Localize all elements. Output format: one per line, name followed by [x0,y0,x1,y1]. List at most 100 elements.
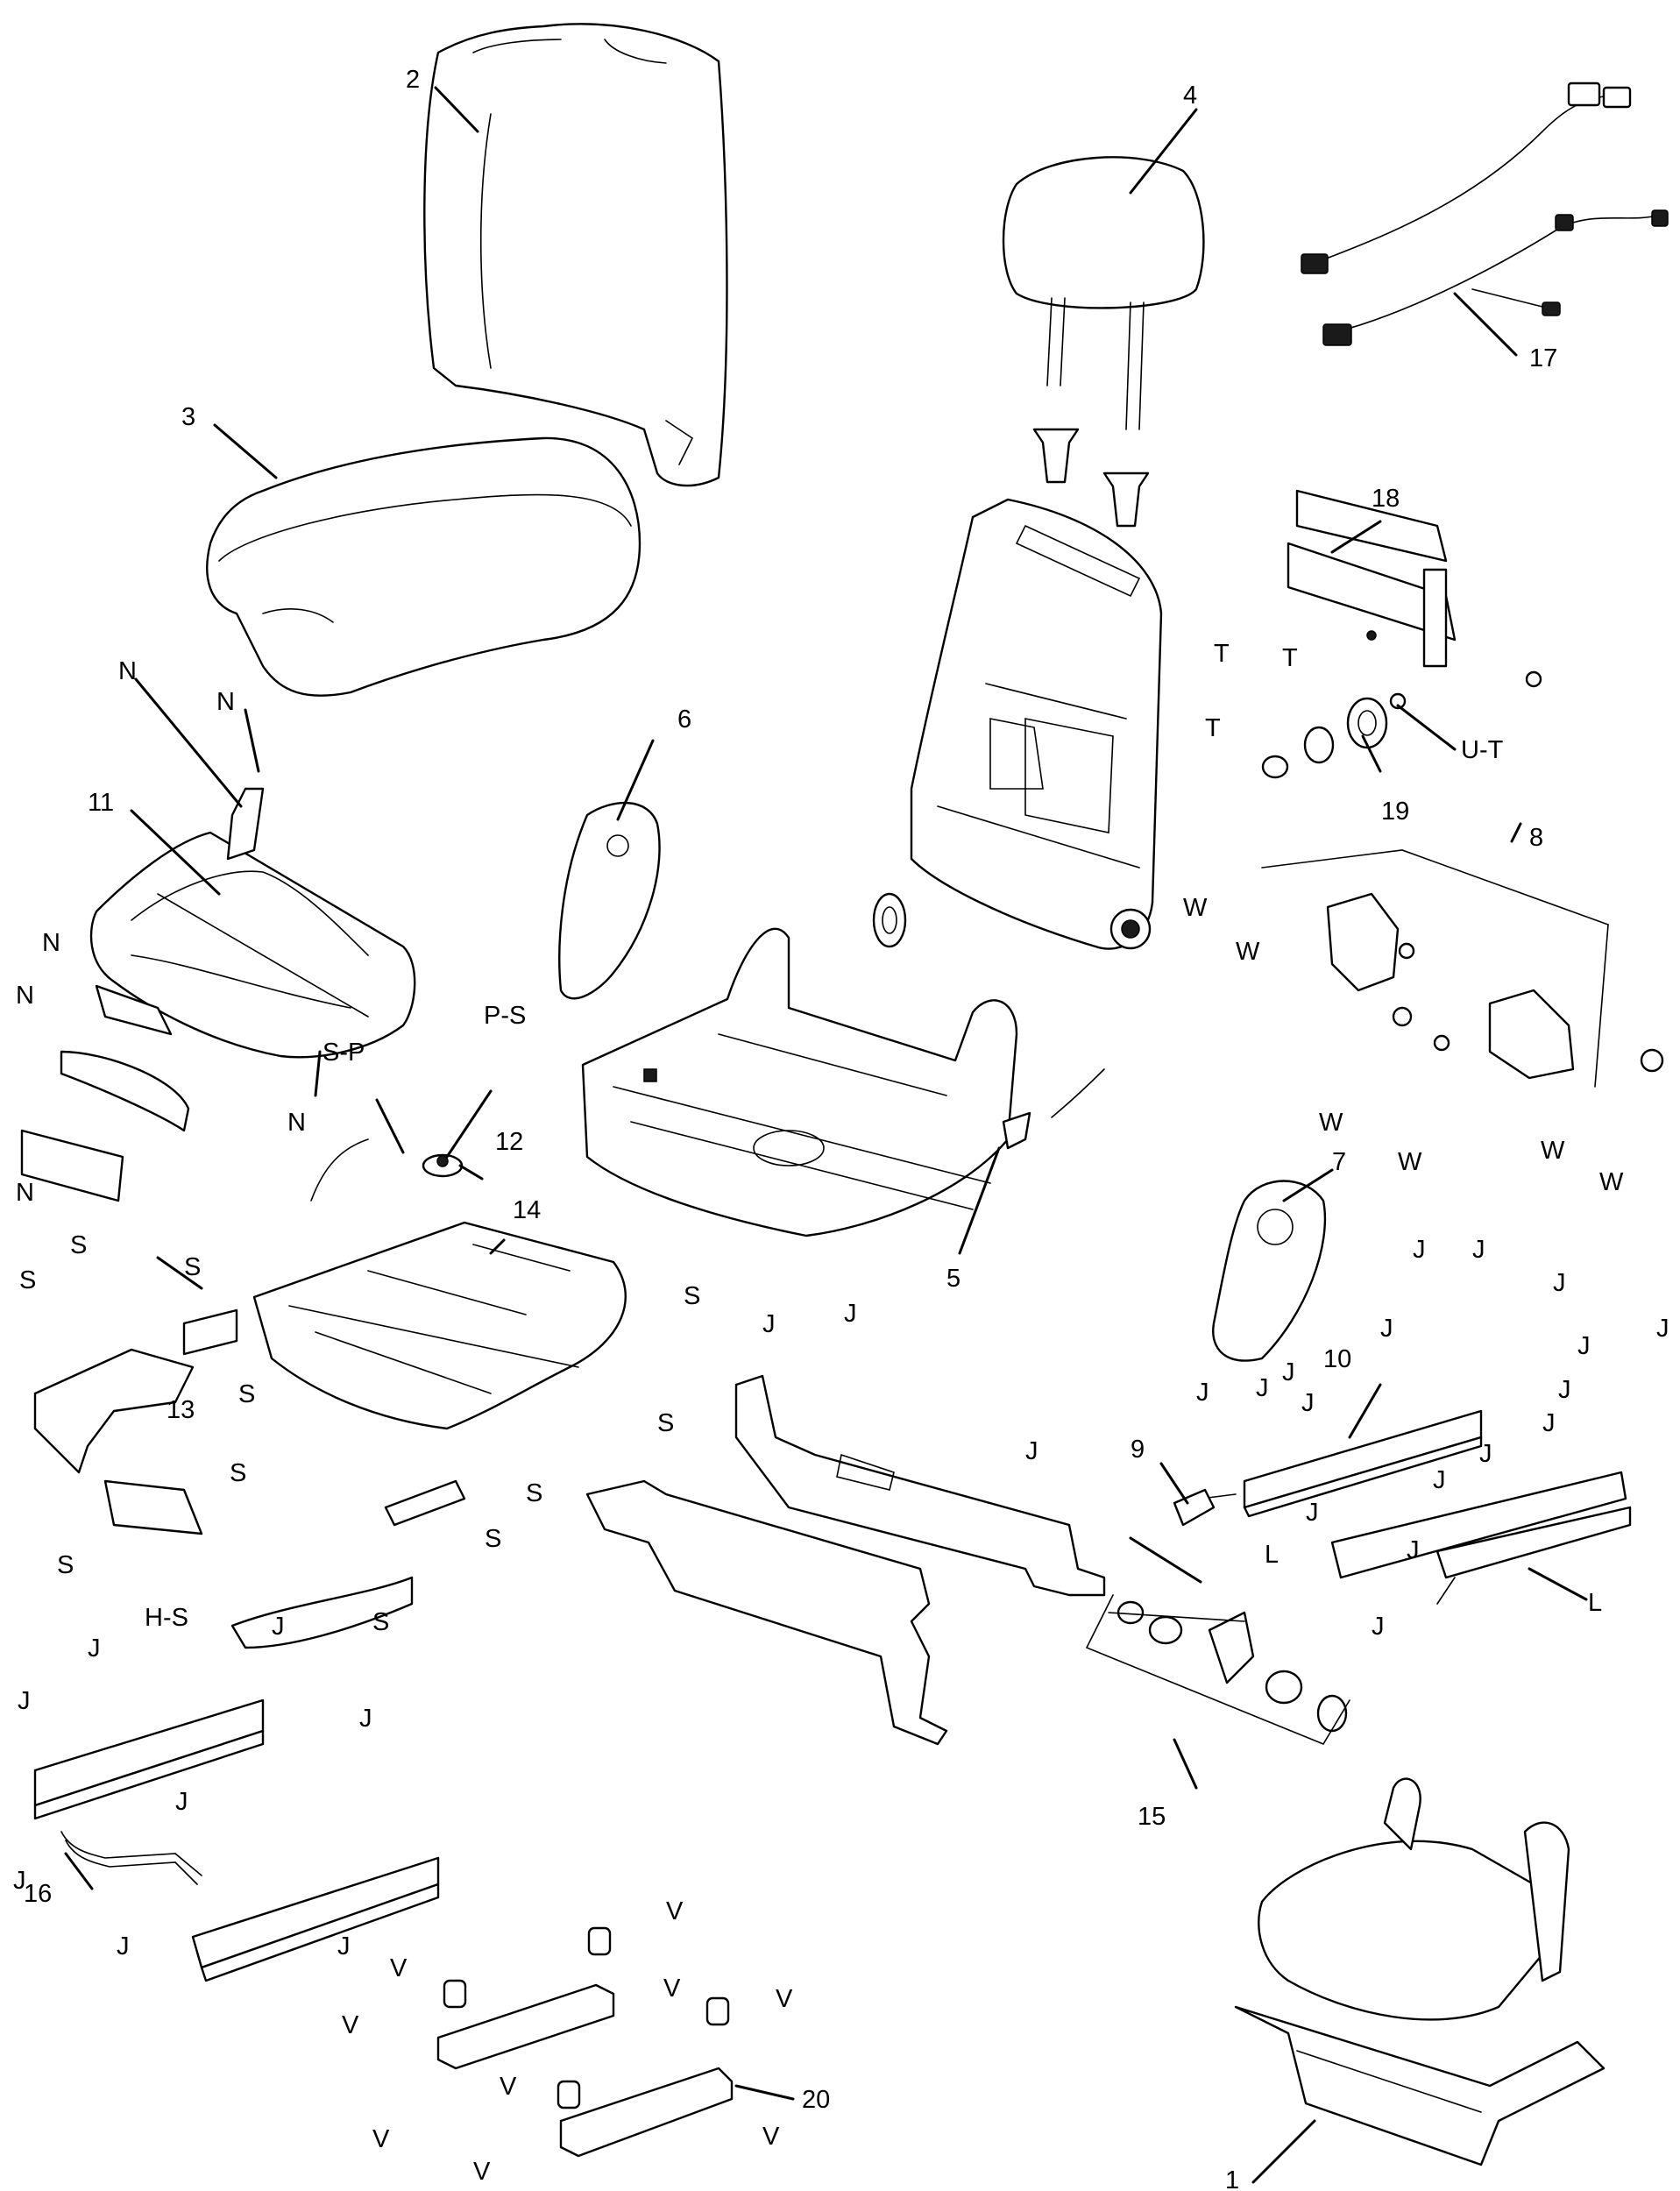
callout-j-23: J [18,1687,31,1715]
backrest-frame [910,498,1163,950]
callout-17: 17 [1529,344,1557,372]
callout-s-1: S [70,1231,87,1259]
callout-j-27: J [117,1932,130,1961]
callout-s-p: S-P [323,1039,365,1067]
callout-s-7: S [230,1459,246,1487]
slide-rail-part-10 [1200,1409,1483,1518]
callout-n-2: N [216,688,235,716]
callout-n-5: N [16,1179,34,1207]
callout-j-20: J [1372,1613,1385,1641]
callout-s-11: S [372,1608,389,1636]
callout-w-3: W [1319,1109,1343,1137]
callout-w-5: W [1541,1137,1565,1165]
callout-u-t: U-T [1461,736,1504,764]
callout-n-4: N [16,982,34,1010]
callout-11: 11 [88,789,114,817]
callout-j-3: J [1025,1437,1038,1465]
spacer-bar-part-20 [436,1926,734,2158]
callout-2: 2 [406,66,420,94]
callout-12: 12 [495,1128,523,1156]
callout-v-6: V [500,2073,517,2101]
callout-j-7: J [1380,1315,1393,1343]
shaft-assembly-part-15 [1085,1594,1350,1745]
callout-s-9: S [485,1525,501,1553]
callout-4: 4 [1183,82,1197,110]
callout-j-8: J [1282,1358,1295,1386]
callout-s-10: S [57,1551,74,1579]
callout-9: 9 [1131,1436,1145,1464]
callout-j-16: J [1542,1409,1556,1437]
callout-v-3: V [663,1975,681,2003]
callout-j-5: J [1472,1236,1485,1264]
callout-j-22: J [272,1613,285,1641]
callout-j-19: J [1407,1536,1420,1564]
callout-j-1: J [762,1310,776,1338]
callout-s-5: S [684,1282,700,1310]
callout-l-2: L [1588,1589,1602,1617]
lower-slide-assembly-part-16 [33,1698,440,1982]
callout-j-11: J [1301,1389,1315,1417]
recliner-part-8 [1261,849,1664,1088]
callout-j-21: J [88,1634,101,1663]
callout-j-9: J [1196,1379,1209,1407]
callout-n-6: N [287,1109,306,1137]
seat-cushion-part-3 [206,436,642,697]
callout-s-3: S [184,1253,201,1281]
callout-w-4: W [1398,1148,1422,1176]
callout-s-6: S [657,1409,674,1437]
callout-p-s: P-S [484,1002,526,1030]
base-pan-part-14 [252,1221,627,1430]
callout-1: 1 [1225,2166,1239,2191]
leader-lines [64,86,1588,2184]
callout-s-4: S [238,1380,255,1408]
n-clips [20,984,369,1202]
callout-10: 10 [1323,1345,1351,1373]
knob-part-19 [1261,692,1407,779]
callout-j-28: J [337,1932,351,1961]
callout-v-4: V [776,1985,793,2013]
mounting-plate [734,1374,1106,1597]
slide-rail-l [1330,1471,1632,1605]
callout-t-1: T [1214,640,1230,668]
callout-14: 14 [513,1196,541,1224]
callout-13: 13 [167,1396,195,1424]
callout-n-3: N [42,929,60,957]
lever-part-5 [1002,1068,1105,1150]
callout-j-18: J [1433,1466,1446,1494]
callout-v-9: V [473,2158,491,2186]
callout-j-12: J [1306,1499,1319,1527]
callout-8: 8 [1529,824,1543,852]
center-seat-frame [581,892,1018,1237]
bracket-part-18 [1287,489,1542,688]
callout-v-5: V [342,2011,359,2039]
callout-19: 19 [1381,798,1409,826]
callout-w-6: W [1599,1168,1624,1196]
wiring-harness-part-17 [1301,82,1669,346]
complete-seat-part-1 [1234,1777,1606,2166]
side-shield-part-6 [558,801,661,1000]
callout-s-8: S [526,1479,542,1507]
callout-18: 18 [1372,485,1400,513]
callout-15: 15 [1138,1803,1166,1831]
callout-j-24: J [359,1705,372,1733]
callout-v-2: V [390,1954,408,1982]
callout-j-4: J [1413,1236,1426,1264]
callout-h-s: H-S [145,1604,188,1632]
callout-w-1: W [1183,894,1208,922]
seat-back-cushion-part-2 [423,23,728,487]
callout-j-6: J [1553,1269,1566,1297]
callout-6: 6 [677,706,691,734]
base-rail [585,1479,948,1746]
callout-j-10: J [1256,1374,1269,1402]
callout-20: 20 [802,2086,830,2114]
callout-labels: 2 3 4 17 18 19 T T T U-T 6 11 N N N N N … [13,66,1669,2191]
callout-5: 5 [946,1265,961,1293]
callout-w-2: W [1236,938,1260,966]
pivot-part-12 [422,1153,464,1178]
lever-part-9 [1173,1488,1216,1527]
headrest-part-4 [1002,156,1205,528]
callout-j-2: J [844,1300,857,1328]
callout-v-7: V [372,2125,390,2153]
callout-7: 7 [1332,1148,1346,1176]
